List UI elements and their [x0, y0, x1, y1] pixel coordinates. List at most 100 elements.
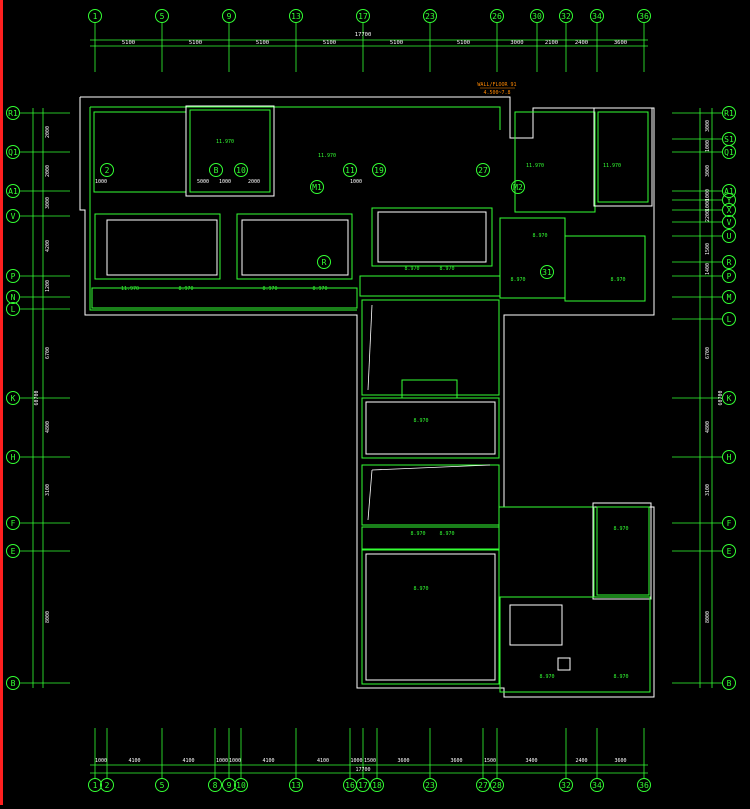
axis-bubble-circle: [540, 265, 554, 279]
right-dim-text: 1500: [705, 243, 711, 255]
left-total-text: 60700: [34, 390, 40, 405]
left-dim-text: 8000: [45, 611, 51, 623]
top-axis-bubble: 23: [423, 9, 437, 23]
axis-bubble-label: 5: [160, 12, 165, 21]
elevation-label: 8.970: [613, 674, 628, 680]
bottom-dim-text: 1500: [364, 758, 376, 764]
plan-grid-bubble: B: [209, 163, 223, 177]
plan-walls-layer: [79, 96, 655, 698]
spine-lower: [361, 464, 500, 526]
bottom-dim-text: 4100: [262, 758, 274, 764]
axis-bubble-label: 9: [227, 12, 232, 21]
left-axis-bubble: K: [6, 391, 20, 405]
axis-bubble-label: F: [11, 519, 16, 528]
bottom-dim-text: 4100: [182, 758, 194, 764]
axis-bubble-circle: [637, 9, 651, 23]
plan-dim-note: 1000: [95, 179, 107, 185]
room-mid-a-inner: [106, 219, 218, 276]
right-dim-text: 1000: [705, 140, 711, 152]
top-dim-text: 2100: [545, 40, 558, 46]
right-dim-text: 4800: [705, 421, 711, 433]
bottom-dim-text: 4100: [317, 758, 329, 764]
right-axis-bubble: Q1: [722, 145, 736, 159]
axis-bubble-circle: [356, 778, 370, 792]
axis-bubble-circle: [722, 544, 736, 558]
axis-bubble-circle: [722, 193, 736, 207]
axis-bubble-circle: [722, 106, 736, 120]
axis-bubble-circle: [155, 778, 169, 792]
room-north-b: [189, 109, 271, 193]
spine-upper: [361, 299, 500, 396]
axis-bubble-label: 34: [592, 781, 602, 790]
left-axis-bubble: F: [6, 516, 20, 530]
axis-bubble-label: Y: [727, 196, 732, 205]
axis-bubble-circle: [6, 184, 20, 198]
right-axis-bubble: B: [722, 676, 736, 690]
axis-bubble-circle: [289, 9, 303, 23]
bottom-dim-text: 3600: [397, 758, 409, 764]
axis-bubble-label: V: [11, 212, 16, 221]
top-axis-bubble: 30: [530, 9, 544, 23]
plan-grid-bubble: 11: [343, 163, 357, 177]
elevation-label: 8.970: [510, 277, 525, 283]
axis-bubble-label: 23: [425, 12, 435, 21]
right-axis-bubble: R1: [722, 106, 736, 120]
axis-bubble-label: 34: [592, 12, 602, 21]
axis-bubble-label: 8: [213, 781, 218, 790]
bottom-dim-text: 1500: [484, 758, 496, 764]
room-east-b: [597, 111, 649, 203]
left-dim-text: 4800: [45, 421, 51, 433]
right-axis-bubble: L: [722, 312, 736, 326]
axis-bubble-circle: [100, 778, 114, 792]
axis-bubble-circle: [289, 778, 303, 792]
floor-annotation-sub: 4.500~7.8: [483, 90, 510, 96]
bottom-dim-text: 3600: [450, 758, 462, 764]
building-outline: [79, 96, 655, 698]
elevation-label: 11.970: [526, 163, 544, 169]
bottom-dim-text: 3400: [525, 758, 537, 764]
plan-grid-bubble: 27: [476, 163, 490, 177]
axis-bubble-circle: [559, 778, 573, 792]
elevation-label: 8.970: [610, 277, 625, 283]
room-east-b-outer: [593, 107, 653, 207]
axis-bubble-circle: [222, 9, 236, 23]
room-se-b-outer: [592, 502, 652, 600]
room-se-shaft: [557, 657, 571, 671]
axis-bubble-label: 32: [561, 781, 571, 790]
axis-bubble-label: V: [727, 218, 732, 227]
axis-bubble-label: B: [214, 166, 219, 175]
left-axis-bubble: E: [6, 544, 20, 558]
axis-bubble-label: 36: [639, 12, 649, 21]
bottom-axis-bubble: 9: [222, 778, 236, 792]
left-axis-bubble: V: [6, 209, 20, 223]
bottom-axis-bubble: 17: [356, 778, 370, 792]
axis-bubble-label: 13: [291, 781, 301, 790]
room-north-b-outer: [185, 105, 275, 197]
axis-bubble-circle: [6, 516, 20, 530]
axis-bubble-circle: [6, 145, 20, 159]
room-mid-c-inner: [377, 211, 487, 263]
axis-bubble-circle: [222, 778, 236, 792]
left-dim-text: 4200: [45, 240, 51, 252]
bottom-axis-bubble: 34: [590, 778, 604, 792]
axis-bubble-label: H: [11, 453, 16, 462]
top-dim-text: 5100: [323, 40, 336, 46]
bottom-dim-text: 1000: [216, 758, 228, 764]
room-se-c: [499, 596, 651, 693]
room-spine-mid-inner: [365, 401, 496, 455]
left-dim-text: 3000: [45, 197, 51, 209]
top-axis-bubble: 32: [559, 9, 573, 23]
room-se-d: [509, 604, 563, 646]
axis-bubble-circle: [88, 778, 102, 792]
elevation-label: 8.970: [439, 531, 454, 537]
bottom-axis-bubble: 5: [155, 778, 169, 792]
right-dim-text: 3000: [705, 120, 711, 132]
right-axis-bubble: U: [722, 229, 736, 243]
axis-bubble-circle: [423, 778, 437, 792]
room-east-a: [514, 111, 596, 213]
axis-bubble-label: 27: [478, 166, 488, 175]
corridor-strip-east: [359, 275, 501, 297]
bottom-axis-bubble: 32: [559, 778, 573, 792]
top-axis-bubble: 36: [637, 9, 651, 23]
